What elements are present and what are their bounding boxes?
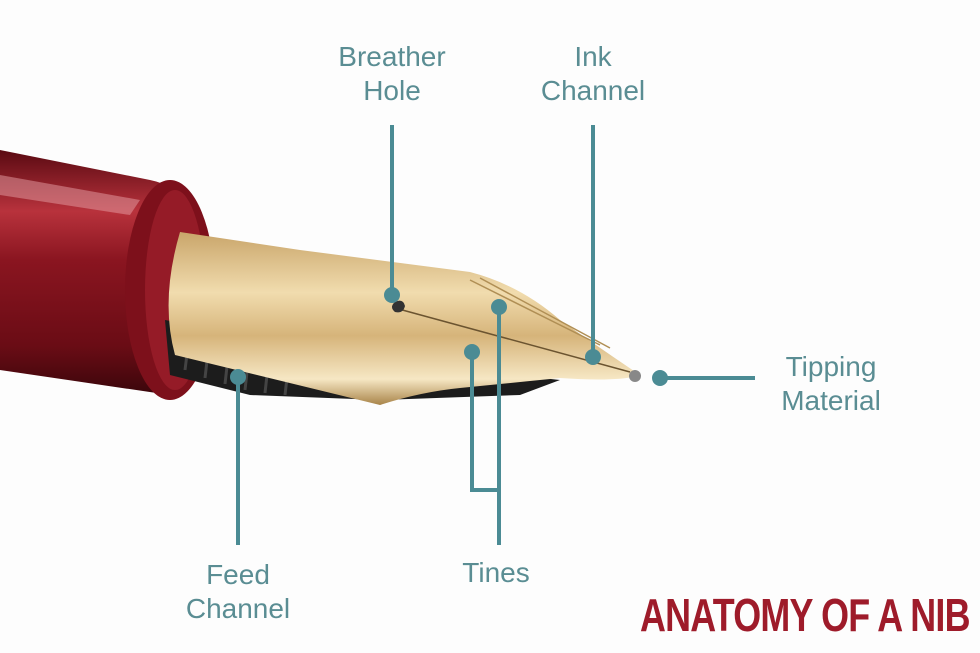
label-line: Tipping xyxy=(785,351,877,382)
label-feed-channel: Feed Channel xyxy=(186,558,290,626)
label-ink-channel: Ink Channel xyxy=(541,40,645,108)
label-line: Material xyxy=(781,385,881,416)
label-tipping-material: Tipping Material xyxy=(781,350,881,418)
label-line: Breather xyxy=(338,41,446,72)
label-line: Channel xyxy=(185,593,291,624)
label-line: Ink xyxy=(574,41,612,72)
label-line: Channel xyxy=(540,75,646,106)
callout-lines xyxy=(236,125,755,545)
label-breather-hole: Breather Hole xyxy=(338,40,445,108)
diagram-title: ANATOMY OF A NIB xyxy=(640,589,971,641)
label-line: Hole xyxy=(363,75,421,106)
label-line: Feed xyxy=(206,559,270,590)
label-tines: Tines xyxy=(462,557,530,588)
callout-dots xyxy=(230,287,668,386)
